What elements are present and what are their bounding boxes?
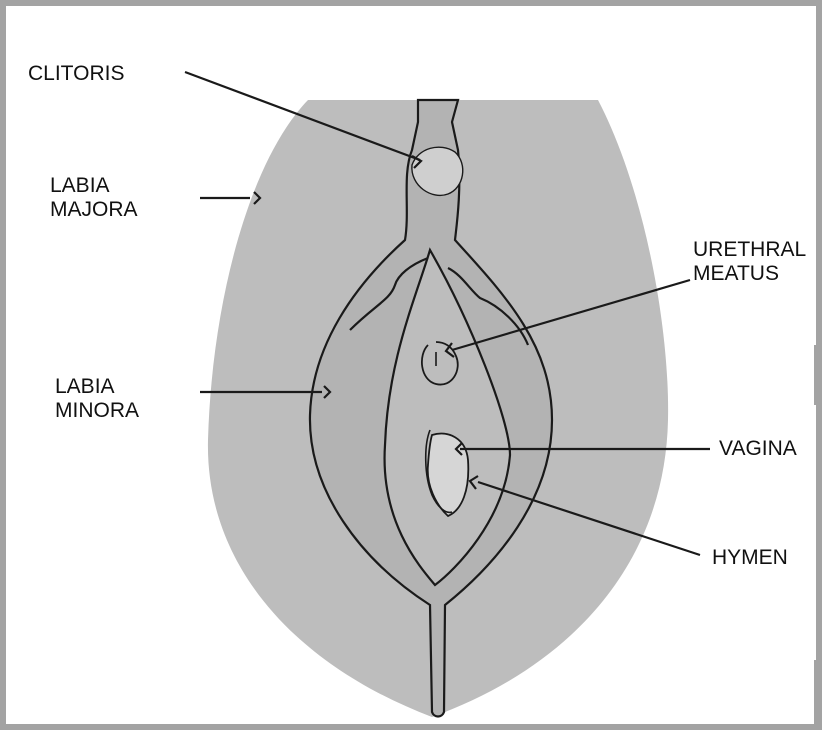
- label-urethral-meatus: URETHRAL MEATUS: [693, 238, 806, 286]
- label-hymen: HYMEN: [712, 546, 788, 570]
- label-clitoris: CLITORIS: [28, 62, 124, 86]
- label-urethral-meatus-line-1: URETHRAL: [693, 238, 806, 262]
- label-labia-minora-line-2: MINORA: [55, 399, 139, 423]
- label-labia-majora: LABIA MAJORA: [50, 174, 138, 222]
- label-labia-majora-line-2: MAJORA: [50, 198, 138, 222]
- label-urethral-meatus-line-2: MEATUS: [693, 262, 806, 286]
- border-accent: [814, 660, 822, 730]
- label-labia-minora-line-1: LABIA: [55, 375, 139, 399]
- label-vagina: VAGINA: [719, 437, 797, 461]
- label-labia-minora: LABIA MINORA: [55, 375, 139, 423]
- label-labia-majora-line-1: LABIA: [50, 174, 138, 198]
- border-accent: [814, 345, 822, 405]
